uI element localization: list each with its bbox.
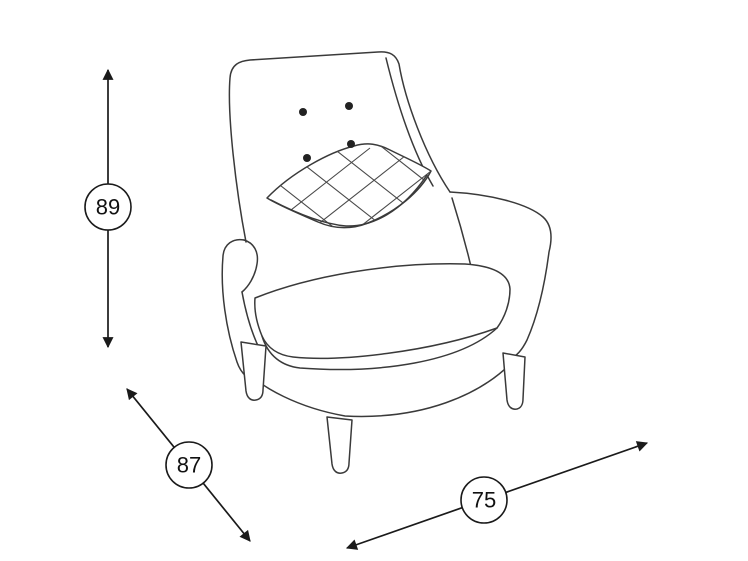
pillow-piping [270,174,428,227]
tufting-button [303,154,311,162]
tufting-button [347,140,355,148]
height-dimension: 89 [84,68,132,349]
left-arm-roll [241,239,259,293]
width-value-badge [460,476,508,524]
seat-cushion-front-edge [261,327,498,371]
front-left-leg [240,341,267,401]
backrest-outline [228,51,451,243]
width-dimension: 75 [345,441,649,550]
height-value: 89 [96,195,120,220]
front-right-leg [502,352,526,410]
seat-cushion [254,263,511,359]
base-skirt [243,357,517,418]
tufting-buttons [299,102,355,162]
armchair-illustration [221,51,552,474]
height-value-badge [84,183,132,231]
depth-value: 87 [177,453,201,478]
depth-value-badge [165,441,213,489]
lattice-pillow [266,143,432,229]
front-center-leg [326,416,353,474]
tufting-button [299,108,307,116]
right-arm-outline [449,191,552,359]
pillow-outline [266,143,432,229]
tufting-button [345,102,353,110]
depth-dimension: 87 [126,388,251,542]
width-value: 75 [472,488,496,513]
